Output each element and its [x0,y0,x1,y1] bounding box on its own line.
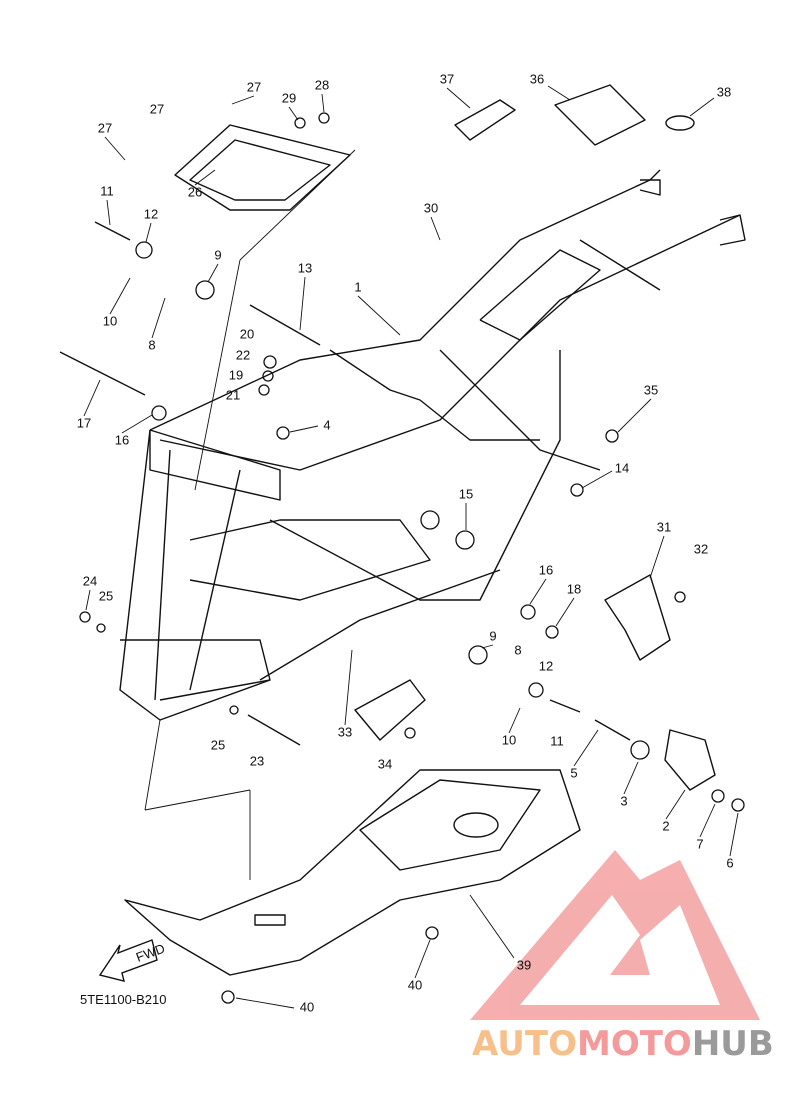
callout: 33 [338,724,352,739]
tool [454,99,516,141]
callout: 8 [148,337,155,352]
callout: 36 [530,71,544,86]
callout: 16 [115,432,129,447]
callout: 19 [229,367,243,382]
callout: 9 [489,628,496,643]
watermark-moto: MOTO [577,1024,692,1064]
callout: 26 [188,184,202,199]
bracket-33 [354,679,426,741]
seat-bracket [174,124,351,211]
watermark-text: AUTOMOTOHUB [472,1024,774,1064]
callout: 25 [211,737,225,752]
callout: 10 [103,313,117,328]
callout: 38 [717,84,731,99]
callout: 27 [150,101,164,116]
callout: 13 [298,260,312,275]
callout: 21 [226,387,240,402]
callout: 31 [657,519,671,534]
watermark-hub: HUB [692,1024,774,1064]
o-ring [665,115,695,131]
callout: 24 [83,573,97,588]
callout: 35 [644,382,658,397]
callout: 25 [99,588,113,603]
callout: 11 [100,183,114,198]
callout: 3 [620,793,627,808]
callout: 34 [378,756,392,771]
callout: 16 [539,562,553,577]
callout: 28 [315,77,329,92]
callout: 14 [615,460,629,475]
diagram-code: 5TE1100-B210 [80,992,167,1007]
callout: 37 [440,71,454,86]
svg-text:AUTOMOTOHUB: AUTOMOTOHUB [472,1024,774,1064]
callout: 1 [354,279,361,294]
callout: 15 [459,486,473,501]
callout: 11 [550,733,564,748]
callout: 12 [539,658,553,673]
callout: 22 [236,347,250,362]
tool-bag [554,84,646,146]
fwd-arrow: FWD [98,939,167,982]
callout: 2 [662,818,669,833]
callout: 40 [408,977,422,992]
callout: 40 [300,999,314,1014]
callout: 29 [282,90,296,105]
callout: 6 [726,855,733,870]
bracket-31 [604,574,671,661]
callout: 18 [567,581,581,596]
callout: 27 [247,79,261,94]
callout: 23 [250,753,264,768]
callout: 20 [240,326,254,341]
callout: 10 [502,732,516,747]
callout: 30 [424,200,438,215]
callout: 9 [214,247,221,262]
leader-lines [83,85,739,1009]
callout: 7 [696,836,703,851]
main-frame [119,169,746,721]
callout: 32 [694,541,708,556]
callout: 4 [323,417,330,432]
callout: 17 [77,415,91,430]
skid-plate [124,769,581,976]
callout: 12 [144,206,158,221]
callouts: 27 28 29 27 27 26 11 12 9 10 8 13 1 20 2… [77,71,734,1014]
watermark-auto: AUTO [472,1024,577,1064]
callout: 39 [517,957,531,972]
callout: 5 [570,765,577,780]
callout: 8 [514,642,521,657]
bracket-2 [664,729,716,791]
callout: 27 [98,120,112,135]
watermark-logo [470,850,760,1020]
